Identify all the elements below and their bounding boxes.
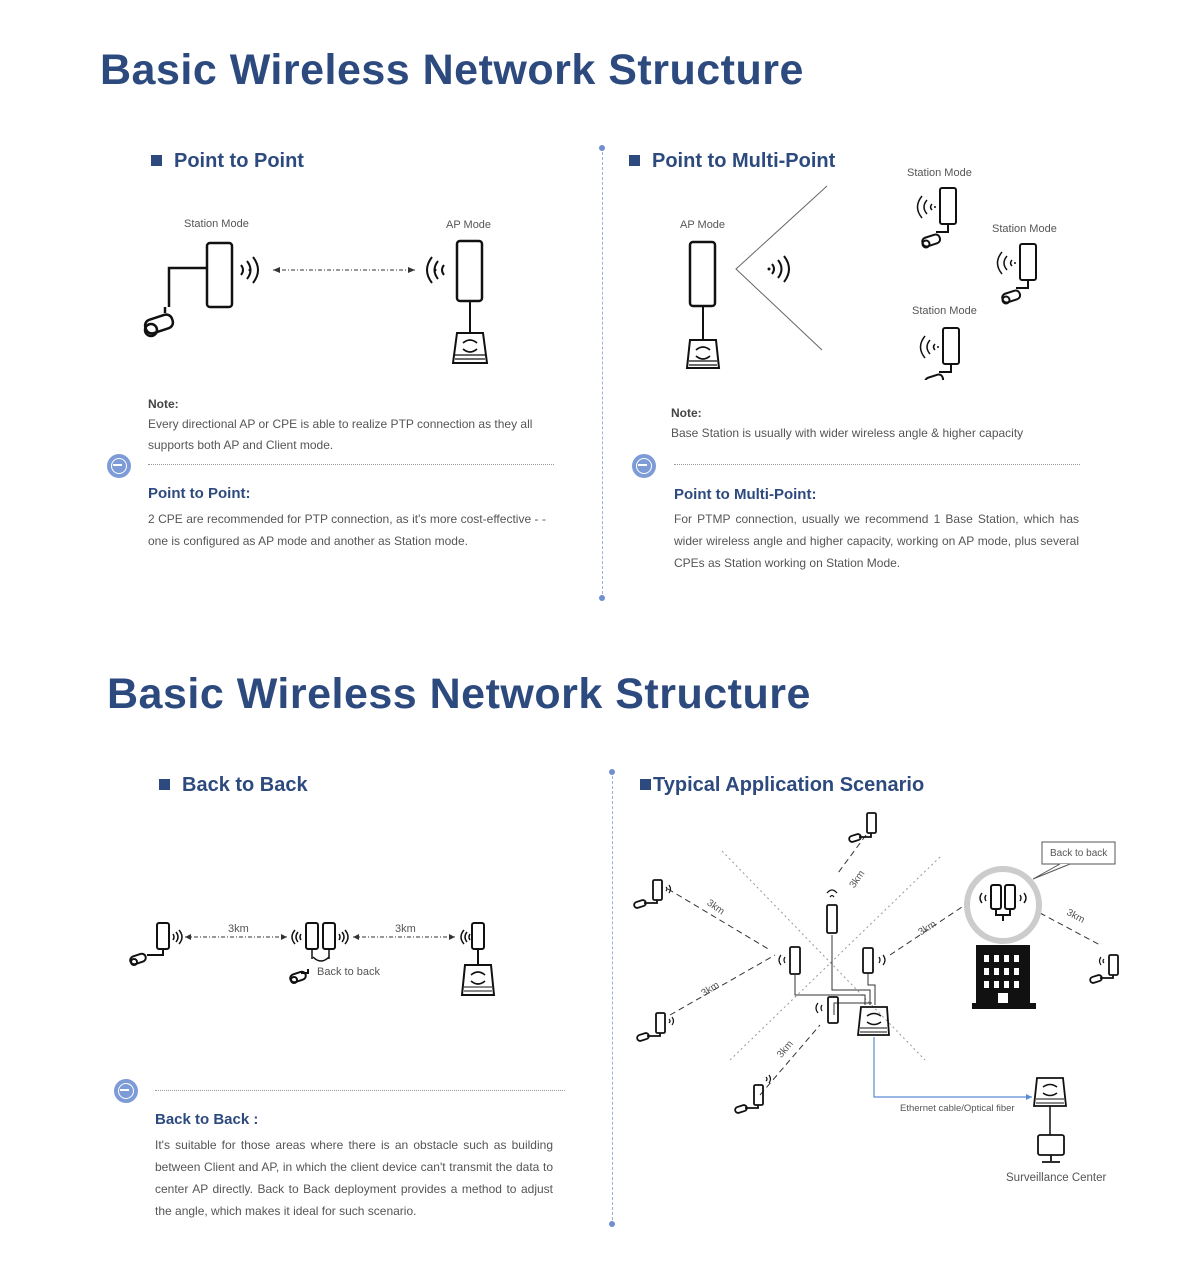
camera-icon (1089, 974, 1103, 984)
ptp-note-heading: Note: (148, 397, 179, 411)
b2b-label: Back to back (317, 966, 380, 978)
rotate-arrow-icon (312, 956, 330, 962)
arrow-circle-icon (107, 454, 131, 478)
arrow-circle-icon (632, 454, 656, 478)
wifi-signal-icon (172, 929, 183, 945)
station-cpe-icon (753, 1084, 764, 1106)
cable-label: Ethernet cable/Optical fiber (900, 1103, 1015, 1114)
ap-cpe-icon (471, 922, 485, 950)
wifi-signal-icon (771, 255, 790, 283)
bullet-square-icon (159, 779, 170, 790)
monitor-icon (1037, 1134, 1065, 1163)
scenario-diagram (633, 812, 1119, 1163)
station-cpe-icon (655, 1012, 666, 1034)
ap-cpe-icon (826, 904, 838, 934)
dotted-divider (155, 1090, 565, 1091)
ptp-heading: Point to Point (151, 150, 304, 173)
b2b-pair-icon (979, 884, 1027, 921)
b2b-cpe-right-icon (322, 922, 336, 950)
divider-dot (599, 145, 605, 151)
ap-cpe-icon (455, 239, 484, 303)
callout-box (1041, 841, 1116, 865)
switch-icon (451, 332, 489, 364)
divider-dot (599, 595, 605, 601)
station-cpe-icon (996, 243, 1037, 305)
ap-cpe-icon (827, 996, 839, 1024)
station-cpe-icon (156, 922, 170, 950)
station-cpe-icon (205, 241, 234, 309)
ptmp-note-heading: Note: (671, 406, 702, 420)
ptmp-station-label-3: Station Mode (912, 305, 977, 317)
b2b-diagram (129, 922, 496, 996)
divider-dot (609, 1221, 615, 1227)
callout-label: Back to back (1050, 848, 1108, 859)
link-line (669, 954, 776, 1016)
camera-icon (289, 970, 307, 984)
b2b-heading: Back to Back (159, 774, 308, 797)
surveillance-center-label: Surveillance Center (1006, 1172, 1107, 1184)
b2b-cpe-left-icon (305, 922, 319, 950)
b2b-distance-left: 3km (228, 923, 249, 935)
ptp-ap-label: AP Mode (446, 219, 492, 231)
ap-cpe-icon (789, 946, 801, 975)
station-cpe-icon (916, 187, 957, 249)
switch-icon (685, 339, 721, 369)
cable-line (167, 266, 207, 307)
ptmp-body: For PTMP connection, usually we recommen… (674, 512, 1079, 570)
ptp-body: 2 CPE are recommended for PTP connection… (148, 512, 546, 548)
divider-line (602, 152, 603, 594)
bullet-square-icon (640, 779, 651, 790)
base-station-icon (688, 240, 717, 308)
arrow-circle-icon (114, 1079, 138, 1103)
camera-icon (633, 899, 647, 909)
ptp-diagram (143, 239, 489, 364)
bullet-square-icon (151, 155, 162, 166)
link-line (1039, 912, 1101, 946)
fiber-cable-line (873, 1037, 1032, 1098)
switch-icon (856, 1006, 890, 1036)
camera-icon (129, 952, 147, 966)
ptmp-station-label-1: Station Mode (907, 167, 972, 179)
ptp-station-label: Station Mode (184, 218, 249, 230)
camera-icon (848, 833, 862, 843)
wifi-signal-icon (338, 929, 349, 945)
ptmp-station-label-2: Station Mode (992, 223, 1057, 235)
ap-cpe-icon (862, 947, 874, 974)
ptmp-diagram (685, 185, 1037, 380)
camera-icon (143, 307, 175, 338)
ptmp-sub-heading: Point to Multi-Point: (674, 486, 817, 503)
top-title: Basic Wireless Network Structure (100, 46, 804, 94)
bottom-title: Basic Wireless Network Structure (107, 670, 811, 718)
camera-icon (636, 1032, 650, 1042)
wifi-signal-icon (291, 929, 302, 945)
ptmp-heading: Point to Multi-Point (629, 150, 835, 173)
scenario-heading: Typical Application Scenario (640, 774, 924, 797)
ptmp-note-text: Base Station is usually with wider wirel… (671, 426, 1024, 440)
b2b-sub-heading: Back to Back : (155, 1111, 259, 1128)
ptp-sub-heading: Point to Point: (148, 485, 251, 502)
wifi-signal-icon (460, 929, 471, 945)
camera-icon (734, 1104, 748, 1114)
link-line (837, 834, 867, 874)
divider-dot (609, 769, 615, 775)
station-cpe-icon (1108, 954, 1119, 976)
link-line (667, 888, 771, 951)
dotted-divider (674, 464, 1080, 465)
station-cpe-icon (652, 879, 663, 901)
b2b-bubble (964, 866, 1042, 944)
ptp-note-text: Every directional AP or CPE is able to r… (148, 417, 533, 452)
divider-line (612, 776, 613, 1220)
switch-icon (1032, 1077, 1068, 1107)
switch-icon (460, 964, 496, 996)
dotted-divider (148, 464, 554, 465)
station-cpe-icon (866, 812, 877, 834)
link-line (889, 904, 966, 956)
b2b-body: It's suitable for those areas where ther… (155, 1138, 553, 1218)
station-cpe-icon (919, 327, 960, 380)
link-line (759, 1024, 821, 1096)
sector-angle-lines (735, 185, 828, 351)
b2b-distance-right: 3km (395, 923, 416, 935)
bullet-square-icon (629, 155, 640, 166)
ptmp-ap-label: AP Mode (680, 219, 726, 231)
